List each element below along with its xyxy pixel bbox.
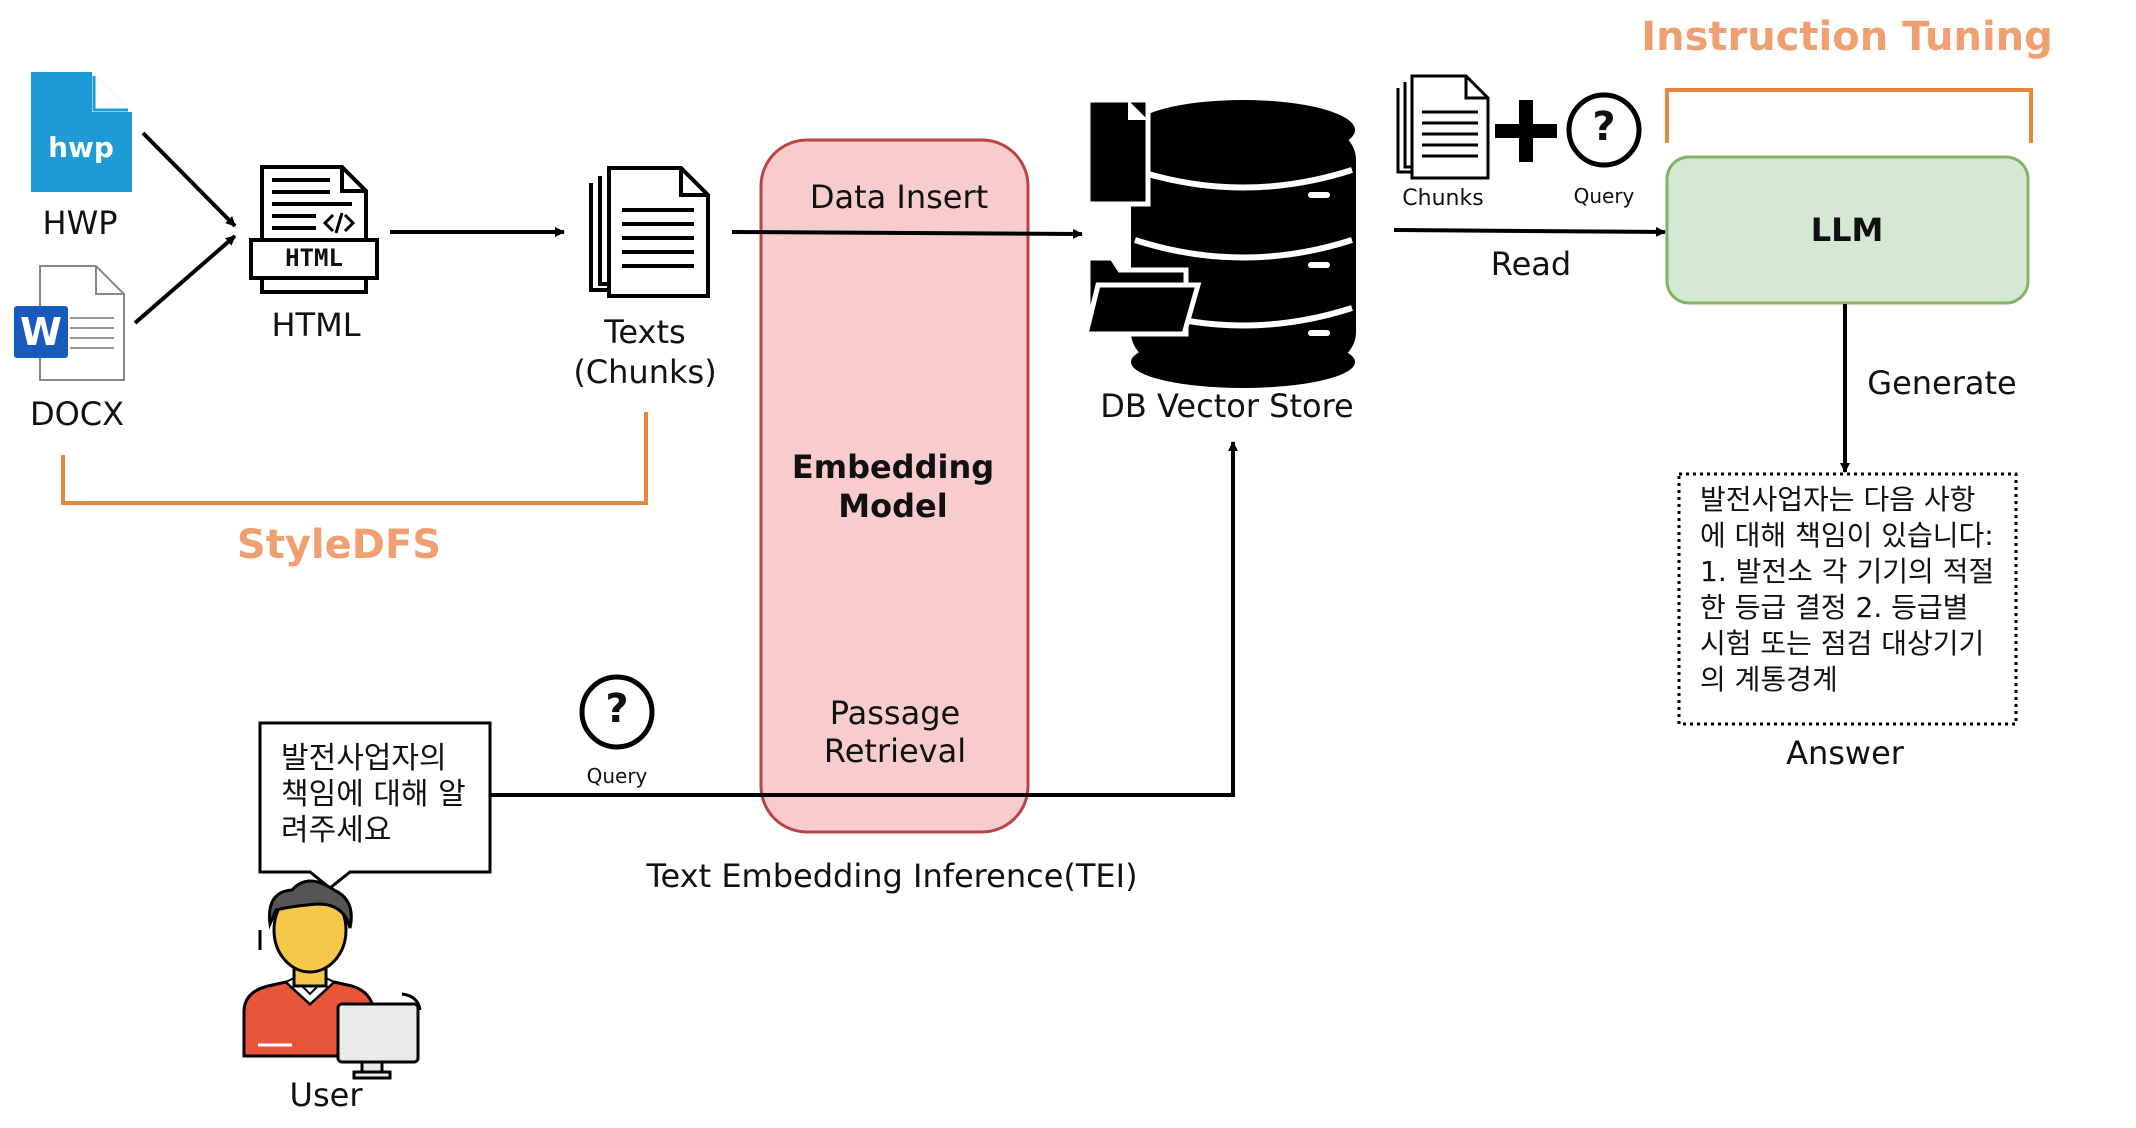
generate-label: Generate [1867,364,2017,402]
arrow-query-to-db [490,441,1238,797]
arrow-db-to-llm [1393,226,1666,237]
data-insert-label: Data Insert [809,178,989,216]
user-speech-bubble [258,721,492,890]
embedding-model-line1: Embedding [791,448,995,486]
embedding-model-line2: Model [838,487,948,525]
styledfs-label: StyleDFS [236,522,442,568]
html-file-icon [249,165,379,294]
answer-text: 발전사업자는 다음 사항에 대해 책임이 있습니다: 1. 발전소 각 기기의 … [1700,483,1995,696]
user-query-mark: ? [605,686,629,732]
llm-label: LLM [1810,211,1884,249]
context-query-mark: ? [1592,104,1616,150]
read-label: Read [1490,245,1572,283]
db-vector-store-icon [1082,97,1356,388]
user-query-label: Query [586,764,648,788]
styledfs-bracket [61,412,648,505]
db-vector-store-label: DB Vector Store [1100,387,1354,425]
texts-chunks-icon [589,166,710,298]
docx-icon-text: W [20,310,62,354]
user-query-icon [579,674,655,750]
passage-retrieval-line1: Passage [829,694,961,732]
hwp-icon-text: hwp [48,131,114,164]
context-query-icon [1566,92,1642,168]
embedding-model-box [759,138,1030,834]
answer-box [1677,472,2018,726]
context-chunks-icon [1396,74,1490,180]
tei-label: Text Embedding Inference(TEI) [646,857,1138,895]
hwp-label: HWP [42,204,118,242]
instruction-tuning-bracket [1665,88,2033,143]
user-avatar-icon [242,879,422,1080]
docx-label: DOCX [29,395,125,433]
user-question-text: 발전사업자의 책임에 대해 알려주세요 [281,741,466,848]
passage-retrieval-line2: Retrieval [823,732,967,770]
context-chunks-label: Chunks [1402,186,1484,211]
texts-label-line2: (Chunks) [573,353,717,391]
context-query-label: Query [1573,184,1635,208]
texts-label-line1: Texts [604,313,686,351]
arrow-hwp-to-html [141,131,237,228]
html-icon-text: HTML [285,244,343,272]
plus-icon [1495,100,1557,162]
instruction-tuning-label: Instruction Tuning [1641,14,2053,60]
user-label: User [289,1076,363,1114]
hwp-file-icon [31,72,132,192]
answer-label: Answer [1786,734,1904,772]
html-label: HTML [271,306,361,344]
llm-box [1665,155,2030,305]
arrow-docx-to-html [133,234,237,325]
docx-file-icon [14,265,125,381]
arrow-texts-to-db [731,228,1083,239]
